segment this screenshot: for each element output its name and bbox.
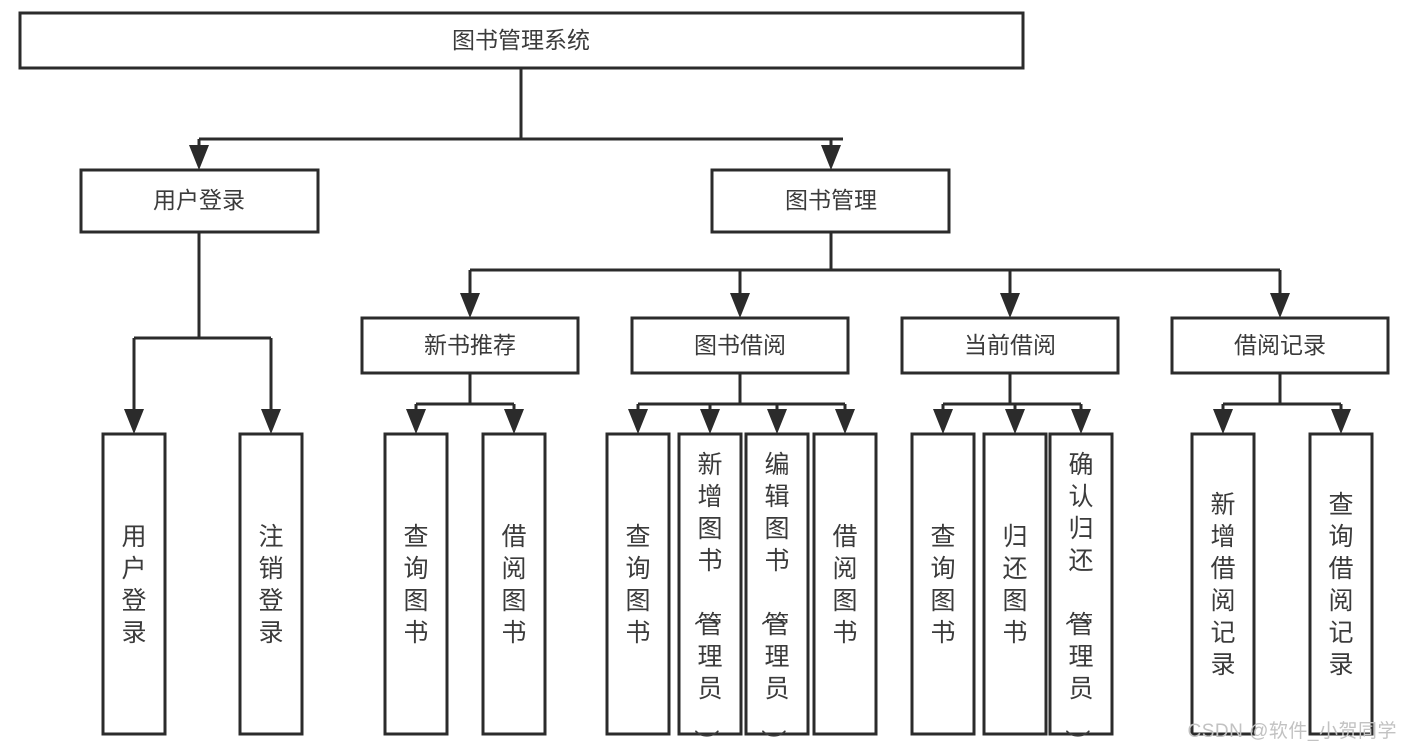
leaf-node-edit-book-admin[interactable] xyxy=(744,432,810,736)
node-user-login[interactable]: 用户登录 xyxy=(79,168,320,234)
leaf-label-leaf-query-book-3: 查询图书 xyxy=(930,523,955,647)
leaf-label-leaf-user-logout: 注销登录 xyxy=(258,523,283,647)
leaf-query-borrow-record-rect[interactable] xyxy=(1308,432,1374,736)
leaf-user-logout-rect[interactable] xyxy=(238,432,304,736)
arrow-head-borrow-record xyxy=(1270,293,1290,318)
arrow-head-current-borrow xyxy=(1000,293,1020,318)
leaf-label-leaf-user-login: 用户登录 xyxy=(121,523,146,647)
node-book-manage[interactable]: 图书管理 xyxy=(710,168,951,234)
node-borrow-record-rect[interactable] xyxy=(1170,316,1390,375)
leaf-node-return-book[interactable] xyxy=(982,432,1048,736)
node-root-label: 图书管理系统 xyxy=(452,27,590,53)
leaf-borrow-book-1-rect[interactable] xyxy=(481,432,547,736)
leaf-label-leaf-borrow-book-2: 借阅图书 xyxy=(832,523,857,647)
leaf-node-add-borrow-record[interactable] xyxy=(1190,432,1256,736)
node-borrow-record[interactable]: 借阅记录 xyxy=(1170,316,1390,375)
arrow-head-user-login xyxy=(189,145,209,170)
leaf-borrow-book-2-rect[interactable] xyxy=(812,432,878,736)
connector-group-root xyxy=(189,68,843,170)
leaf-add-book-admin-rect[interactable] xyxy=(677,432,743,736)
arrow-head-leaf-query-book-1 xyxy=(406,409,426,434)
leaf-node-query-book-1[interactable] xyxy=(383,432,449,736)
node-user-login-label: 用户登录 xyxy=(153,187,245,213)
leaf-user-login-rect[interactable] xyxy=(101,432,167,736)
arrow-head-leaf-edit-book-admin xyxy=(767,409,787,434)
node-new-book-recommend[interactable]: 新书推荐 xyxy=(360,316,580,375)
node-user-login-rect[interactable] xyxy=(79,168,320,234)
arrow-head-leaf-user-logout xyxy=(261,409,281,434)
csdn-watermark: CSDN @软件_小贺同学 xyxy=(1187,721,1397,742)
node-book-borrow-rect[interactable] xyxy=(630,316,850,375)
leaf-node-borrow-book-2[interactable] xyxy=(812,432,878,736)
connector-group-book-manage xyxy=(460,232,1290,318)
arrow-head-new-book-recommend xyxy=(460,293,480,318)
leaf-query-book-1-rect[interactable] xyxy=(383,432,449,736)
leaf-node-query-borrow-record[interactable] xyxy=(1308,432,1374,736)
leaf-query-book-3-rect[interactable] xyxy=(910,432,976,736)
node-new-book-recommend-label: 新书推荐 xyxy=(424,332,516,358)
connector-group-borrow-record xyxy=(1213,373,1351,434)
arrow-head-book-borrow xyxy=(730,293,750,318)
leaf-label-layer: 用户登录 注销登录 查询图书 借阅图书 查询图书 新增图书（管理员） 编辑图书（管理员） 借阅… xyxy=(121,451,1353,747)
leaf-node-user-login[interactable] xyxy=(101,432,167,736)
leaf-return-book-rect[interactable] xyxy=(982,432,1048,736)
node-book-borrow-label: 图书借阅 xyxy=(694,332,786,358)
leaf-label-leaf-query-book-2: 查询图书 xyxy=(625,523,650,647)
leaf-node-user-logout[interactable] xyxy=(238,432,304,736)
arrow-head-leaf-query-book-3 xyxy=(933,409,953,434)
connector-group-book-borrow xyxy=(628,373,855,434)
arrow-head-book-manage xyxy=(821,145,841,170)
leaf-node-confirm-return-admin[interactable] xyxy=(1048,432,1114,736)
leaf-label-leaf-query-borrow-record: 查询借阅记录 xyxy=(1328,491,1353,679)
arrow-head-leaf-return-book xyxy=(1005,409,1025,434)
leaf-query-book-2-rect[interactable] xyxy=(605,432,671,736)
arrow-head-leaf-borrow-book-1 xyxy=(504,409,524,434)
node-book-borrow[interactable]: 图书借阅 xyxy=(630,316,850,375)
leaf-label-leaf-edit-book-admin: 编辑图书（管理员） xyxy=(758,451,789,747)
connector-group-new-book-recommend xyxy=(406,373,524,434)
connector-group-current-borrow xyxy=(933,373,1091,434)
leaf-edit-book-admin-rect[interactable] xyxy=(744,432,810,736)
node-root-rect[interactable] xyxy=(18,11,1025,70)
leaf-add-borrow-record-rect[interactable] xyxy=(1190,432,1256,736)
leaf-label-leaf-add-book-admin: 新增图书（管理员） xyxy=(691,451,722,747)
node-current-borrow-label: 当前借阅 xyxy=(964,332,1056,358)
leaf-node-query-book-3[interactable] xyxy=(910,432,976,736)
arrow-head-leaf-borrow-book-2 xyxy=(835,409,855,434)
arrow-head-leaf-confirm-return-admin xyxy=(1071,409,1091,434)
node-current-borrow[interactable]: 当前借阅 xyxy=(900,316,1120,375)
node-current-borrow-rect[interactable] xyxy=(900,316,1120,375)
leaf-node-borrow-book-1[interactable] xyxy=(481,432,547,736)
arrow-head-leaf-query-borrow-record xyxy=(1331,409,1351,434)
leaf-node-add-book-admin[interactable] xyxy=(677,432,743,736)
leaf-node-query-book-2[interactable] xyxy=(605,432,671,736)
node-root[interactable]: 图书管理系统 xyxy=(18,11,1025,70)
leaf-label-leaf-add-borrow-record: 新增借阅记录 xyxy=(1210,491,1235,679)
node-book-manage-label: 图书管理 xyxy=(785,187,877,213)
leaf-label-leaf-query-book-1: 查询图书 xyxy=(403,523,428,647)
leaf-confirm-return-admin-rect[interactable] xyxy=(1048,432,1114,736)
arrow-head-leaf-add-book-admin xyxy=(700,409,720,434)
arrow-head-leaf-query-book-2 xyxy=(628,409,648,434)
node-new-book-recommend-rect[interactable] xyxy=(360,316,580,375)
node-borrow-record-label: 借阅记录 xyxy=(1234,332,1326,358)
leaf-label-leaf-confirm-return-admin: 确认归还（管理员） xyxy=(1062,451,1093,747)
leaf-label-leaf-borrow-book-1: 借阅图书 xyxy=(501,523,526,647)
arrow-head-leaf-user-login xyxy=(124,409,144,434)
arrow-head-leaf-add-borrow-record xyxy=(1213,409,1233,434)
connector-group-user-login xyxy=(124,232,281,434)
node-book-manage-rect[interactable] xyxy=(710,168,951,234)
leaf-label-leaf-return-book: 归还图书 xyxy=(1002,523,1027,647)
